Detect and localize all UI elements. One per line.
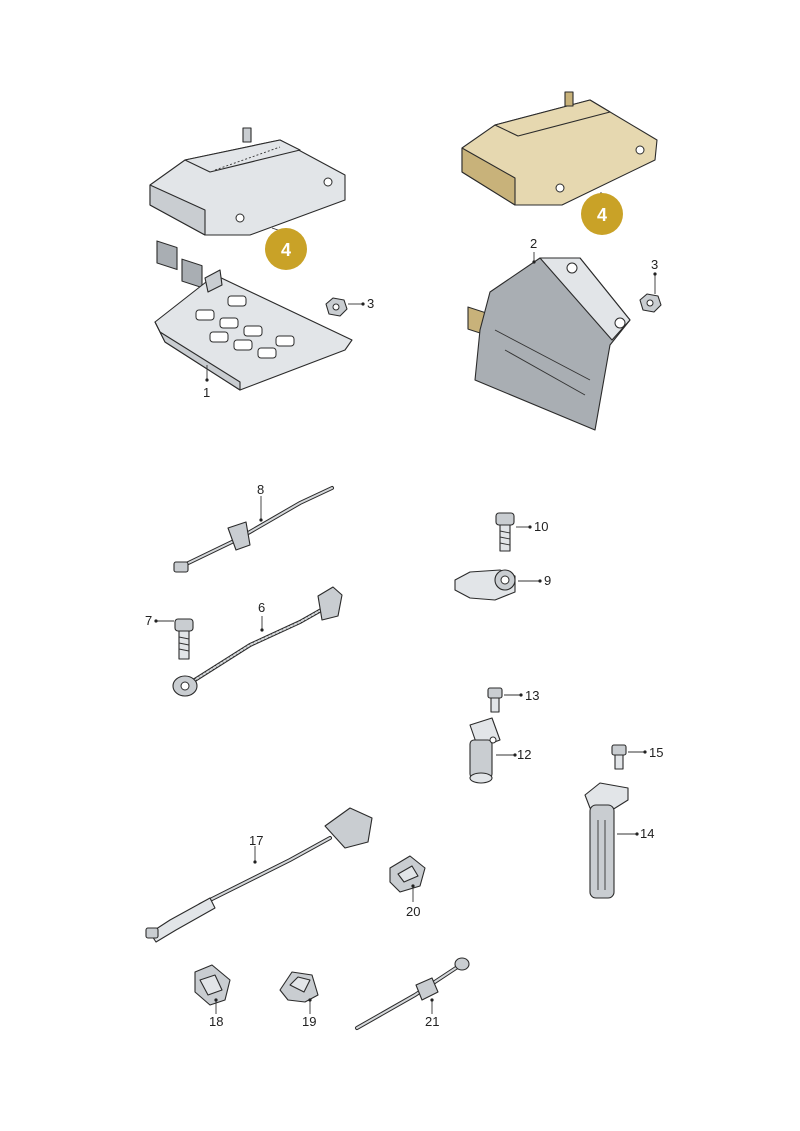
svg-text:18: 18 [209,1014,223,1029]
callout-18: 18 [209,998,223,1029]
bolt-part-10[interactable] [495,512,515,552]
bolt-part-7[interactable] [174,618,194,660]
bolt-part-15[interactable] [611,744,627,770]
svg-text:15: 15 [649,745,663,760]
callout-4-left: 4 [281,240,291,260]
cable-tie-part-8[interactable] [173,486,334,573]
badge-4-left: 4 [265,227,307,270]
cable-tie-part-21[interactable] [355,957,470,1030]
holder-part-20[interactable] [389,855,426,893]
svg-text:20: 20 [406,904,420,919]
callout-13: 13 [504,688,539,703]
callout-6: 6 [258,600,265,632]
svg-text:6: 6 [258,600,265,615]
callout-9: 9 [518,573,551,588]
bracket-part-1[interactable] [154,269,353,391]
callout-7: 7 [145,613,174,628]
callout-3-right: 3 [651,257,658,294]
callout-17: 17 [249,833,263,864]
knock-sensor-part-6[interactable] [172,586,343,697]
svg-text:13: 13 [525,688,539,703]
svg-text:21: 21 [425,1014,439,1029]
svg-text:3: 3 [651,257,658,272]
control-unit-left[interactable] [149,127,346,289]
sensor-part-9[interactable] [454,569,516,601]
callout-1: 1 [203,365,210,400]
callout-21: 21 [425,998,439,1029]
lambda-probe-part-17[interactable] [145,807,373,943]
nut-part-3-right[interactable] [639,293,662,313]
svg-text:9: 9 [544,573,551,588]
callout-2: 2 [530,236,537,264]
callout-8: 8 [257,482,264,522]
svg-text:17: 17 [249,833,263,848]
svg-text:7: 7 [145,613,152,628]
sensor-part-14[interactable] [584,782,629,899]
bolt-part-13[interactable] [487,687,503,713]
callout-19: 19 [302,998,316,1029]
callout-10: 10 [516,519,548,534]
badge-4-right: 4 [581,192,623,235]
cover-part-2[interactable] [474,257,631,431]
control-unit-right-highlighted[interactable] [461,91,658,354]
clip-part-19[interactable] [279,971,319,1003]
callout-15: 15 [628,745,663,760]
svg-text:1: 1 [203,385,210,400]
sensor-part-12[interactable] [469,717,501,784]
svg-text:2: 2 [530,236,537,251]
svg-text:14: 14 [640,826,654,841]
callout-14: 14 [617,826,654,841]
svg-text:19: 19 [302,1014,316,1029]
svg-text:10: 10 [534,519,548,534]
callout-4-right: 4 [597,205,607,225]
svg-text:12: 12 [517,747,531,762]
callout-12: 12 [496,747,531,762]
svg-text:3: 3 [367,296,374,311]
callout-3-left: 3 [348,296,374,311]
clip-part-18[interactable] [194,964,231,1006]
svg-text:8: 8 [257,482,264,497]
nut-part-3-left[interactable] [325,297,348,317]
callout-20: 20 [406,884,420,919]
